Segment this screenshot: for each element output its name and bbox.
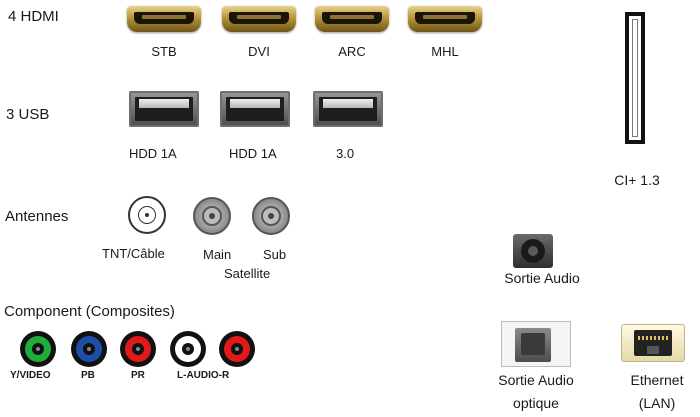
- usb-port-label-3: 3.0: [336, 146, 355, 161]
- tnt-antenna-connector-icon: [128, 196, 166, 234]
- rca-jack-blue-icon: [71, 331, 107, 367]
- optical-out-label-line2: optique: [513, 395, 559, 411]
- usb-port-icon: [220, 91, 290, 127]
- rca-jack-white-icon: [170, 331, 206, 367]
- component-label-l-audio-r: L-AUDIO-R: [177, 370, 230, 381]
- ethernet-label-line1: Ethernet: [630, 372, 684, 388]
- tnt-label: TNT/Câble: [102, 246, 165, 261]
- optical-port-icon: [501, 321, 571, 367]
- audio-jack-icon: [513, 234, 553, 268]
- satellite-sub-connector-icon: [252, 197, 290, 235]
- hdmi-port-label-arc: ARC: [338, 44, 366, 59]
- ethernet-label-line2: (LAN): [638, 395, 676, 411]
- component-label-pr: PR: [131, 370, 145, 381]
- audio-out-label: Sortie Audio: [504, 270, 580, 286]
- antennas-row-label: Antennes: [5, 208, 69, 225]
- ci-label: CI+ 1.3: [614, 172, 660, 188]
- hdmi-port-icon: [315, 6, 389, 32]
- hdmi-port-label-mhl: MHL: [431, 44, 459, 59]
- sub-label: Sub: [263, 247, 287, 262]
- usb-port-icon: [129, 91, 199, 127]
- usb-port-label-1: HDD 1A: [129, 146, 177, 161]
- component-row-label: Component (Composites): [4, 303, 175, 320]
- ethernet-port-icon: [621, 324, 685, 362]
- satellite-label: Satellite: [224, 266, 271, 281]
- hdmi-port-label-dvi: DVI: [248, 44, 270, 59]
- usb-port-icon: [313, 91, 383, 127]
- ci-slot-icon: [625, 12, 645, 144]
- usb-port-label-2: HDD 1A: [229, 146, 277, 161]
- hdmi-row-label: 4 HDMI: [8, 8, 59, 25]
- rca-jack-red-icon: [120, 331, 156, 367]
- satellite-main-connector-icon: [193, 197, 231, 235]
- optical-out-label-line1: Sortie Audio: [498, 372, 574, 388]
- hdmi-port-icon: [222, 6, 296, 32]
- hdmi-port-label-stb: STB: [151, 44, 177, 59]
- component-label-pb: PB: [81, 370, 95, 381]
- component-label-y-video: Y/VIDEO: [10, 370, 51, 381]
- usb-row-label: 3 USB: [6, 106, 50, 123]
- main-label: Main: [203, 247, 232, 262]
- hdmi-port-icon: [127, 6, 201, 32]
- hdmi-port-icon: [408, 6, 482, 32]
- rca-jack-red-icon: [219, 331, 255, 367]
- rca-jack-green-icon: [20, 331, 56, 367]
